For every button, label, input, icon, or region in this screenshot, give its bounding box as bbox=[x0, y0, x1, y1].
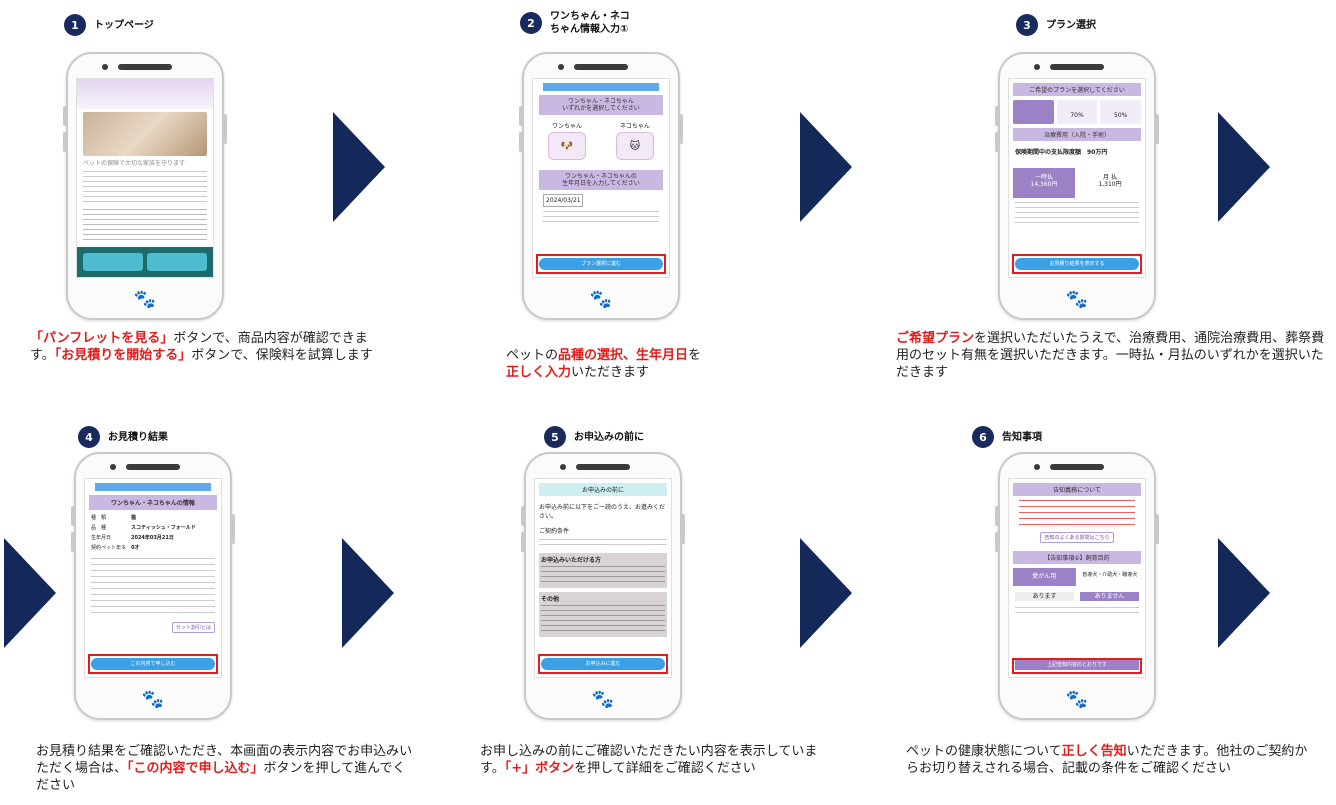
no-option[interactable]: ありません bbox=[1080, 592, 1139, 601]
next-arrow-icon bbox=[800, 538, 852, 648]
plan-header: ご希望のプランを選択してください bbox=[1013, 83, 1141, 96]
step-3-header: 3 プラン選択 bbox=[1016, 14, 1096, 36]
phone-step-6: 告知義務について 告知のよくある質問はこちら 【告知事項①】飼育目的 愛がん用 … bbox=[995, 452, 1159, 720]
paw-icon: 🐾 bbox=[589, 289, 613, 310]
highlight-box bbox=[1012, 254, 1142, 274]
step-number: 5 bbox=[544, 426, 566, 448]
pay-monthly-option[interactable]: 月 払 1,310円 bbox=[1079, 168, 1141, 198]
pet-info-screen: ワンちゃん・ネコちゃん いずれかを選択してください ワンちゃん 🐶 ネコちゃん … bbox=[532, 78, 670, 278]
paw-icon: 🐾 bbox=[591, 689, 615, 710]
paw-icon: 🐾 bbox=[1065, 689, 1089, 710]
step-2-header: 2 ワンちゃん・ネコ ちゃん情報入力① bbox=[520, 10, 630, 36]
paw-icon: 🐾 bbox=[133, 289, 157, 310]
step-title: 告知事項 bbox=[1002, 431, 1042, 443]
plan-screen: ご希望のプランを選択してください 70% 50% 治療費用（入院・手術） 保険期… bbox=[1008, 78, 1146, 278]
step-title: お申込みの前に bbox=[574, 431, 644, 443]
limit-text: 保険期間中の支払限度額 90万円 bbox=[1015, 149, 1108, 156]
step-5-description: お申し込みの前にご確認いただきたい内容を表示しています。「+」ボタンを押して詳細… bbox=[480, 744, 818, 777]
proceed-apply-button[interactable]: お申込みに進む bbox=[541, 658, 665, 670]
apply-with-this-button[interactable]: この内容で申し込む bbox=[91, 658, 215, 670]
phone-step-5: お申込みの前に お申込み前に以下をご一読のうえ、お進みください。 ご契約条件 お… bbox=[521, 452, 685, 720]
step-4-header: 4 お見積り結果 bbox=[78, 426, 168, 448]
other-section[interactable]: その他 bbox=[539, 592, 667, 637]
disclosure-screen: 告知義務について 告知のよくある質問はこちら 【告知事項①】飼育目的 愛がん用 … bbox=[1008, 478, 1146, 678]
step-number: 3 bbox=[1016, 14, 1038, 36]
step-title: ワンちゃん・ネコ ちゃん情報入力① bbox=[550, 11, 630, 35]
tagline: ペットの保険で大切な家族を守ります bbox=[83, 160, 186, 167]
plan-option-80[interactable] bbox=[1013, 100, 1054, 124]
conditions-label: ご契約条件 bbox=[539, 528, 570, 535]
next-arrow-icon bbox=[800, 112, 852, 222]
highlight-box bbox=[1012, 658, 1142, 674]
next-arrow-icon bbox=[333, 112, 385, 222]
service-dog-option[interactable]: 盲導犬・介助犬・聴導犬 bbox=[1078, 568, 1141, 586]
yes-option[interactable]: あります bbox=[1015, 592, 1074, 601]
step-number: 2 bbox=[520, 12, 542, 34]
show-quote-button[interactable]: お見積り結果を表示する bbox=[1015, 258, 1139, 270]
highlight-box bbox=[88, 654, 218, 674]
before-apply-header: お申込みの前に bbox=[539, 483, 667, 496]
next-arrow-icon bbox=[342, 538, 394, 648]
start-quote-button[interactable] bbox=[147, 253, 207, 271]
phone-step-2: ワンちゃん・ネコちゃん いずれかを選択してください ワンちゃん 🐶 ネコちゃん … bbox=[519, 52, 683, 320]
step-6-header: 6 告知事項 bbox=[972, 426, 1042, 448]
highlight-box bbox=[538, 654, 668, 674]
pet-purpose-option[interactable]: 愛がん用 bbox=[1013, 568, 1076, 586]
birth-header: ワンちゃん・ネコちゃんの 生年月日を入力してください bbox=[539, 170, 663, 190]
plan-option-50[interactable]: 50% bbox=[1100, 100, 1142, 124]
step-title: お見積り結果 bbox=[108, 431, 168, 443]
top-page-screen: ペットの保険で大切な家族を守ります bbox=[76, 78, 214, 278]
cost-header: 治療費用（入院・手術） bbox=[1013, 128, 1141, 141]
set-discount-link[interactable]: セット割引とは bbox=[171, 622, 215, 633]
dog-label: ワンちゃん bbox=[551, 123, 582, 130]
faq-link[interactable]: 告知のよくある質問はこちら bbox=[1040, 532, 1114, 543]
eligible-section[interactable]: お申込みいただける方 bbox=[539, 553, 667, 588]
next-arrow-icon bbox=[1218, 538, 1270, 648]
purpose-header: 【告知事項①】飼育目的 bbox=[1013, 551, 1141, 564]
to-plan-button[interactable]: プラン選択に進む bbox=[539, 258, 663, 270]
phone-step-1: ペットの保険で大切な家族を守ります 🐾 bbox=[63, 52, 227, 320]
step-6-description: ペットの健康状態について正しく告知いただきます。他社のご契約からお切り替えされる… bbox=[906, 744, 1308, 777]
dog-option[interactable]: 🐶 bbox=[548, 132, 586, 160]
step-number: 6 bbox=[972, 426, 994, 448]
result-header: ワンちゃん・ネコちゃんの情報 bbox=[89, 495, 217, 510]
disclosure-header: 告知義務について bbox=[1013, 483, 1141, 496]
step-title: トップページ bbox=[94, 19, 154, 31]
pay-once-option[interactable]: 一時払 14,360円 bbox=[1013, 168, 1075, 198]
select-header: ワンちゃん・ネコちゃん いずれかを選択してください bbox=[539, 95, 663, 115]
phone-step-4: ワンちゃん・ネコちゃんの情報 種 類猫 品 種スコティッシュ・フォールド 生年月… bbox=[71, 452, 235, 720]
pet-photo bbox=[83, 112, 207, 156]
quote-result-screen: ワンちゃん・ネコちゃんの情報 種 類猫 品 種スコティッシュ・フォールド 生年月… bbox=[84, 478, 222, 678]
step-1-header: 1 トップページ bbox=[64, 14, 154, 36]
confirm-disclosure-button[interactable]: 上記告知内容のとおりです bbox=[1015, 660, 1139, 670]
step-4-description: お見積り結果をご確認いただき、本画面の表示内容でお申込みいただく場合は、「この内… bbox=[36, 744, 413, 794]
cat-option[interactable]: 🐱 bbox=[616, 132, 654, 160]
cat-label: ネコちゃん bbox=[620, 123, 650, 130]
step-title: プラン選択 bbox=[1046, 19, 1096, 31]
phone-step-3: ご希望のプランを選択してください 70% 50% 治療費用（入院・手術） 保険期… bbox=[995, 52, 1159, 320]
step-3-description: ご希望プランを選択いただいたうえで、治療費用、通院治療費用、葬祭費用のセット有無… bbox=[896, 331, 1325, 381]
step-5-header: 5 お申込みの前に bbox=[544, 426, 644, 448]
before-apply-screen: お申込みの前に お申込み前に以下をご一読のうえ、お進みください。 ご契約条件 お… bbox=[534, 478, 672, 678]
pamphlet-button[interactable] bbox=[83, 253, 143, 271]
next-arrow-icon bbox=[4, 538, 56, 648]
highlight-box bbox=[536, 254, 666, 274]
next-arrow-icon bbox=[1218, 112, 1270, 222]
step-1-description: 「パンフレットを見る」ボタンで、商品内容が確認できます。「お見積りを開始する」ボ… bbox=[30, 331, 373, 364]
plan-option-70[interactable]: 70% bbox=[1056, 100, 1098, 124]
paw-icon: 🐾 bbox=[1065, 289, 1089, 310]
step-number: 4 bbox=[78, 426, 100, 448]
birthdate-input[interactable]: 2024/03/21 bbox=[543, 194, 583, 207]
step-number: 1 bbox=[64, 14, 86, 36]
intro-text: お申込み前に以下をご一読のうえ、お進みください。 bbox=[539, 504, 666, 520]
paw-icon: 🐾 bbox=[141, 689, 165, 710]
step-2-description: ペットの品種の選択、生年月日を 正しく入力いただきます bbox=[506, 348, 702, 381]
